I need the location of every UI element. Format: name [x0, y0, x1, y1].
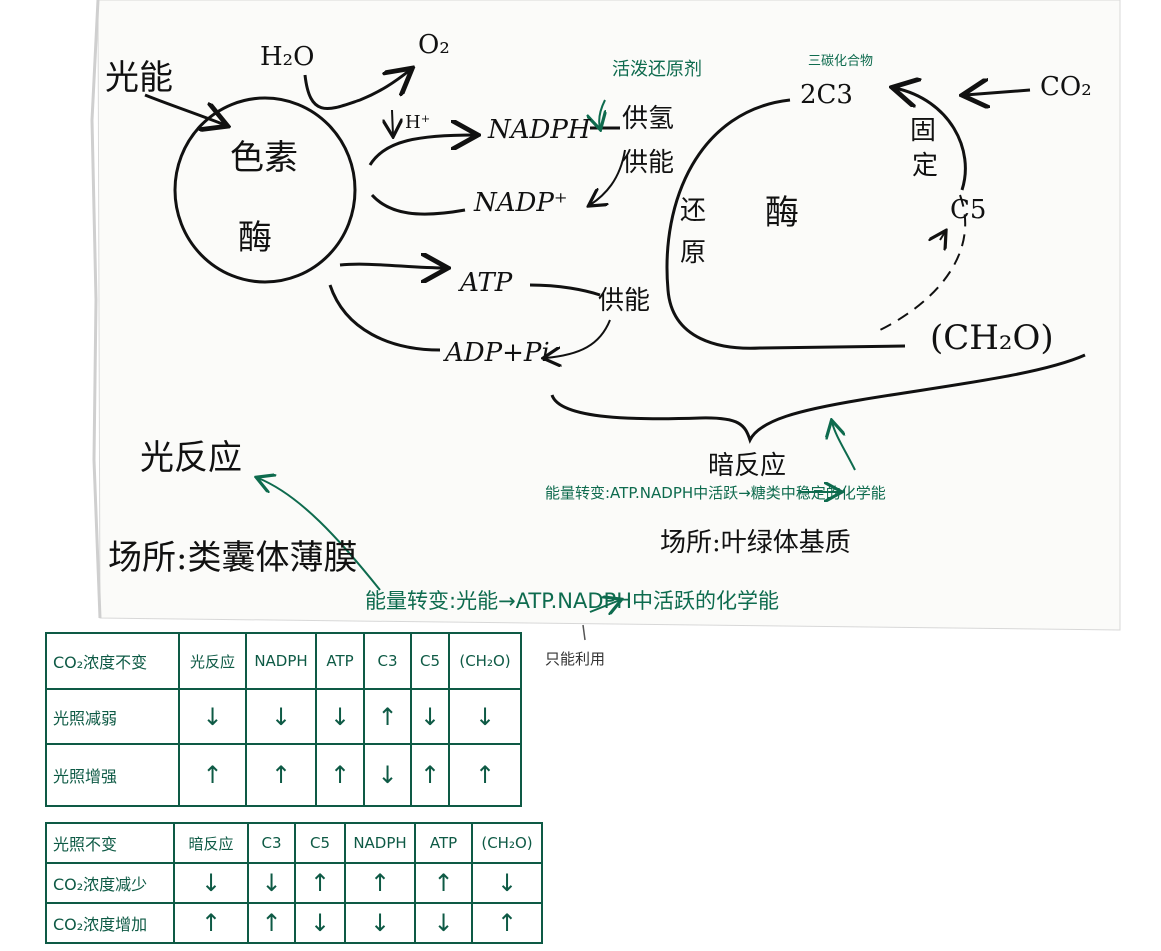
light-site-label: 场所:类囊体薄膜 [108, 538, 358, 578]
supply-energy-label-2: 供能 [598, 286, 651, 316]
enzyme-label-dark: 酶 [765, 193, 799, 233]
atp-label: ATP [460, 268, 513, 298]
arrow-cell: ↓ [173, 862, 249, 904]
light-energy-label: 光能 [105, 58, 173, 98]
dark-site-label: 场所:叶绿体基质 [660, 528, 851, 558]
three-carbon-compound-label: 三碳化合物 [808, 54, 874, 69]
arrow-cell: ↓ [294, 902, 346, 944]
fixation-label-2: 定 [912, 151, 939, 181]
arrow-cell: ↓ [245, 688, 317, 745]
utilization-note: 只能利用 [545, 650, 606, 668]
adp-pi-label: ADP+Pi [445, 338, 550, 368]
table-header-cell: C5 [410, 632, 450, 690]
calvin-cycle-left [665, 98, 906, 350]
table-header-cell: C3 [247, 822, 296, 864]
nadph-arrow [368, 135, 475, 166]
arrow-cell: ↑ [178, 743, 247, 807]
atp-arrow [339, 264, 445, 268]
arrow-cell: ↑ [294, 862, 346, 904]
co2-label: CO₂ [1040, 72, 1092, 102]
light-energy-conversion-label: 能量转变:光能→ATP.NADPH中活跃的化学能 [365, 589, 780, 613]
table-header-row: 光照不变 暗反应 C3 C5 NADPH ATP (CH₂O) [45, 822, 543, 864]
dark-reaction-brace [550, 353, 1086, 444]
arrow-cell: ↓ [363, 743, 412, 807]
arrow-cell: ↓ [410, 688, 450, 745]
table-header-cell: ATP [315, 632, 365, 690]
h-plus-label: H⁺ [405, 112, 431, 133]
calvin-cycle-return [879, 194, 967, 331]
two-c3-label: 2C3 [800, 80, 853, 110]
table-row: CO₂浓度增加 ↑ ↑ ↓ ↓ ↓ ↑ [45, 902, 543, 944]
arrow-cell: ↓ [414, 902, 473, 944]
nadp-return [370, 193, 466, 216]
table-header-cell: NADPH [245, 632, 317, 690]
table-header-cell: 光反应 [178, 632, 247, 690]
oxygen-arrow [303, 70, 410, 110]
row-label: 光照减弱 [45, 688, 180, 745]
water-label: H₂O [260, 42, 315, 72]
adp-return [328, 284, 441, 352]
dark-energy-conversion-label: 能量转变:ATP.NADPH中活跃→糖类中稳定的化学能 [545, 484, 886, 502]
co2-arrow [965, 90, 1031, 95]
arrow-cell: ↓ [471, 862, 543, 904]
table-header-cell: C5 [294, 822, 346, 864]
arrow-cell: ↓ [247, 862, 296, 904]
fixation-arrow [895, 88, 967, 191]
arrow-cell: ↓ [344, 902, 416, 944]
table-header-row: CO₂浓度不变 光反应 NADPH ATP C3 C5 (CH₂O) [45, 632, 522, 690]
arrow-cell: ↑ [173, 902, 249, 944]
table-header-cell: (CH₂O) [471, 822, 543, 864]
supply-energy-label-1: 供能 [622, 148, 675, 178]
table-header-cell: NADPH [344, 822, 416, 864]
arrow-cell: ↑ [245, 743, 317, 807]
nadp-plus-label: NADP⁺ [474, 188, 568, 218]
table-row: 光照增强 ↑ ↑ ↑ ↓ ↑ ↑ [45, 743, 522, 807]
active-reductant-label: 活泼还原剂 [612, 59, 702, 80]
pigment-enzyme-circle [173, 96, 357, 284]
fixation-label-1: 固 [910, 116, 937, 146]
row-label: 光照增强 [45, 743, 180, 807]
supply-hydrogen-label: 供氢 [622, 104, 675, 134]
reduction-label-1: 还 [680, 196, 707, 226]
light-change-table: CO₂浓度不变 光反应 NADPH ATP C3 C5 (CH₂O) 光照减弱 … [45, 632, 522, 807]
arrow-cell: ↑ [247, 902, 296, 944]
arrow-cell: ↑ [344, 862, 416, 904]
reduction-label-2: 原 [680, 238, 707, 268]
arrow-cell: ↑ [315, 743, 365, 807]
table-header-cell: (CH₂O) [448, 632, 522, 690]
table-header-cell: ATP [414, 822, 473, 864]
co2-change-table: 光照不变 暗反应 C3 C5 NADPH ATP (CH₂O) CO₂浓度减少 … [45, 822, 543, 944]
oxygen-label: O₂ [418, 30, 450, 60]
c5-label: C5 [950, 195, 987, 225]
table-header-cell: C3 [363, 632, 412, 690]
table-row: CO₂浓度减少 ↓ ↓ ↑ ↑ ↑ ↓ [45, 862, 543, 904]
table-header-cell: 暗反应 [173, 822, 249, 864]
arrow-cell: ↑ [363, 688, 412, 745]
table-header-cell: CO₂浓度不变 [45, 632, 180, 690]
arrow-cell: ↑ [410, 743, 450, 807]
table-row: 光照减弱 ↓ ↓ ↓ ↑ ↓ ↓ [45, 688, 522, 745]
paper-sheet [97, 0, 1121, 631]
arrow-cell: ↑ [448, 743, 522, 807]
arrow-cell: ↓ [178, 688, 247, 745]
light-reaction-title: 光反应 [140, 438, 242, 478]
light-energy-arrow [144, 93, 225, 125]
dark-reaction-title: 暗反应 [708, 451, 787, 481]
row-label: CO₂浓度减少 [45, 862, 175, 904]
arrow-cell: ↓ [315, 688, 365, 745]
arrow-cell: ↑ [471, 902, 543, 944]
arrow-cell: ↑ [414, 862, 473, 904]
arrow-cell: ↓ [448, 688, 522, 745]
row-label: CO₂浓度增加 [45, 902, 175, 944]
enzyme-label-light: 酶 [238, 218, 272, 258]
light-conversion-pointer [258, 478, 381, 591]
ch2o-label: (CH₂O) [930, 318, 1054, 358]
h-plus-arrow [392, 109, 393, 135]
pigment-label: 色素 [230, 138, 298, 178]
table-header-cell: 光照不变 [45, 822, 175, 864]
nadph-label: NADPH [488, 115, 591, 145]
